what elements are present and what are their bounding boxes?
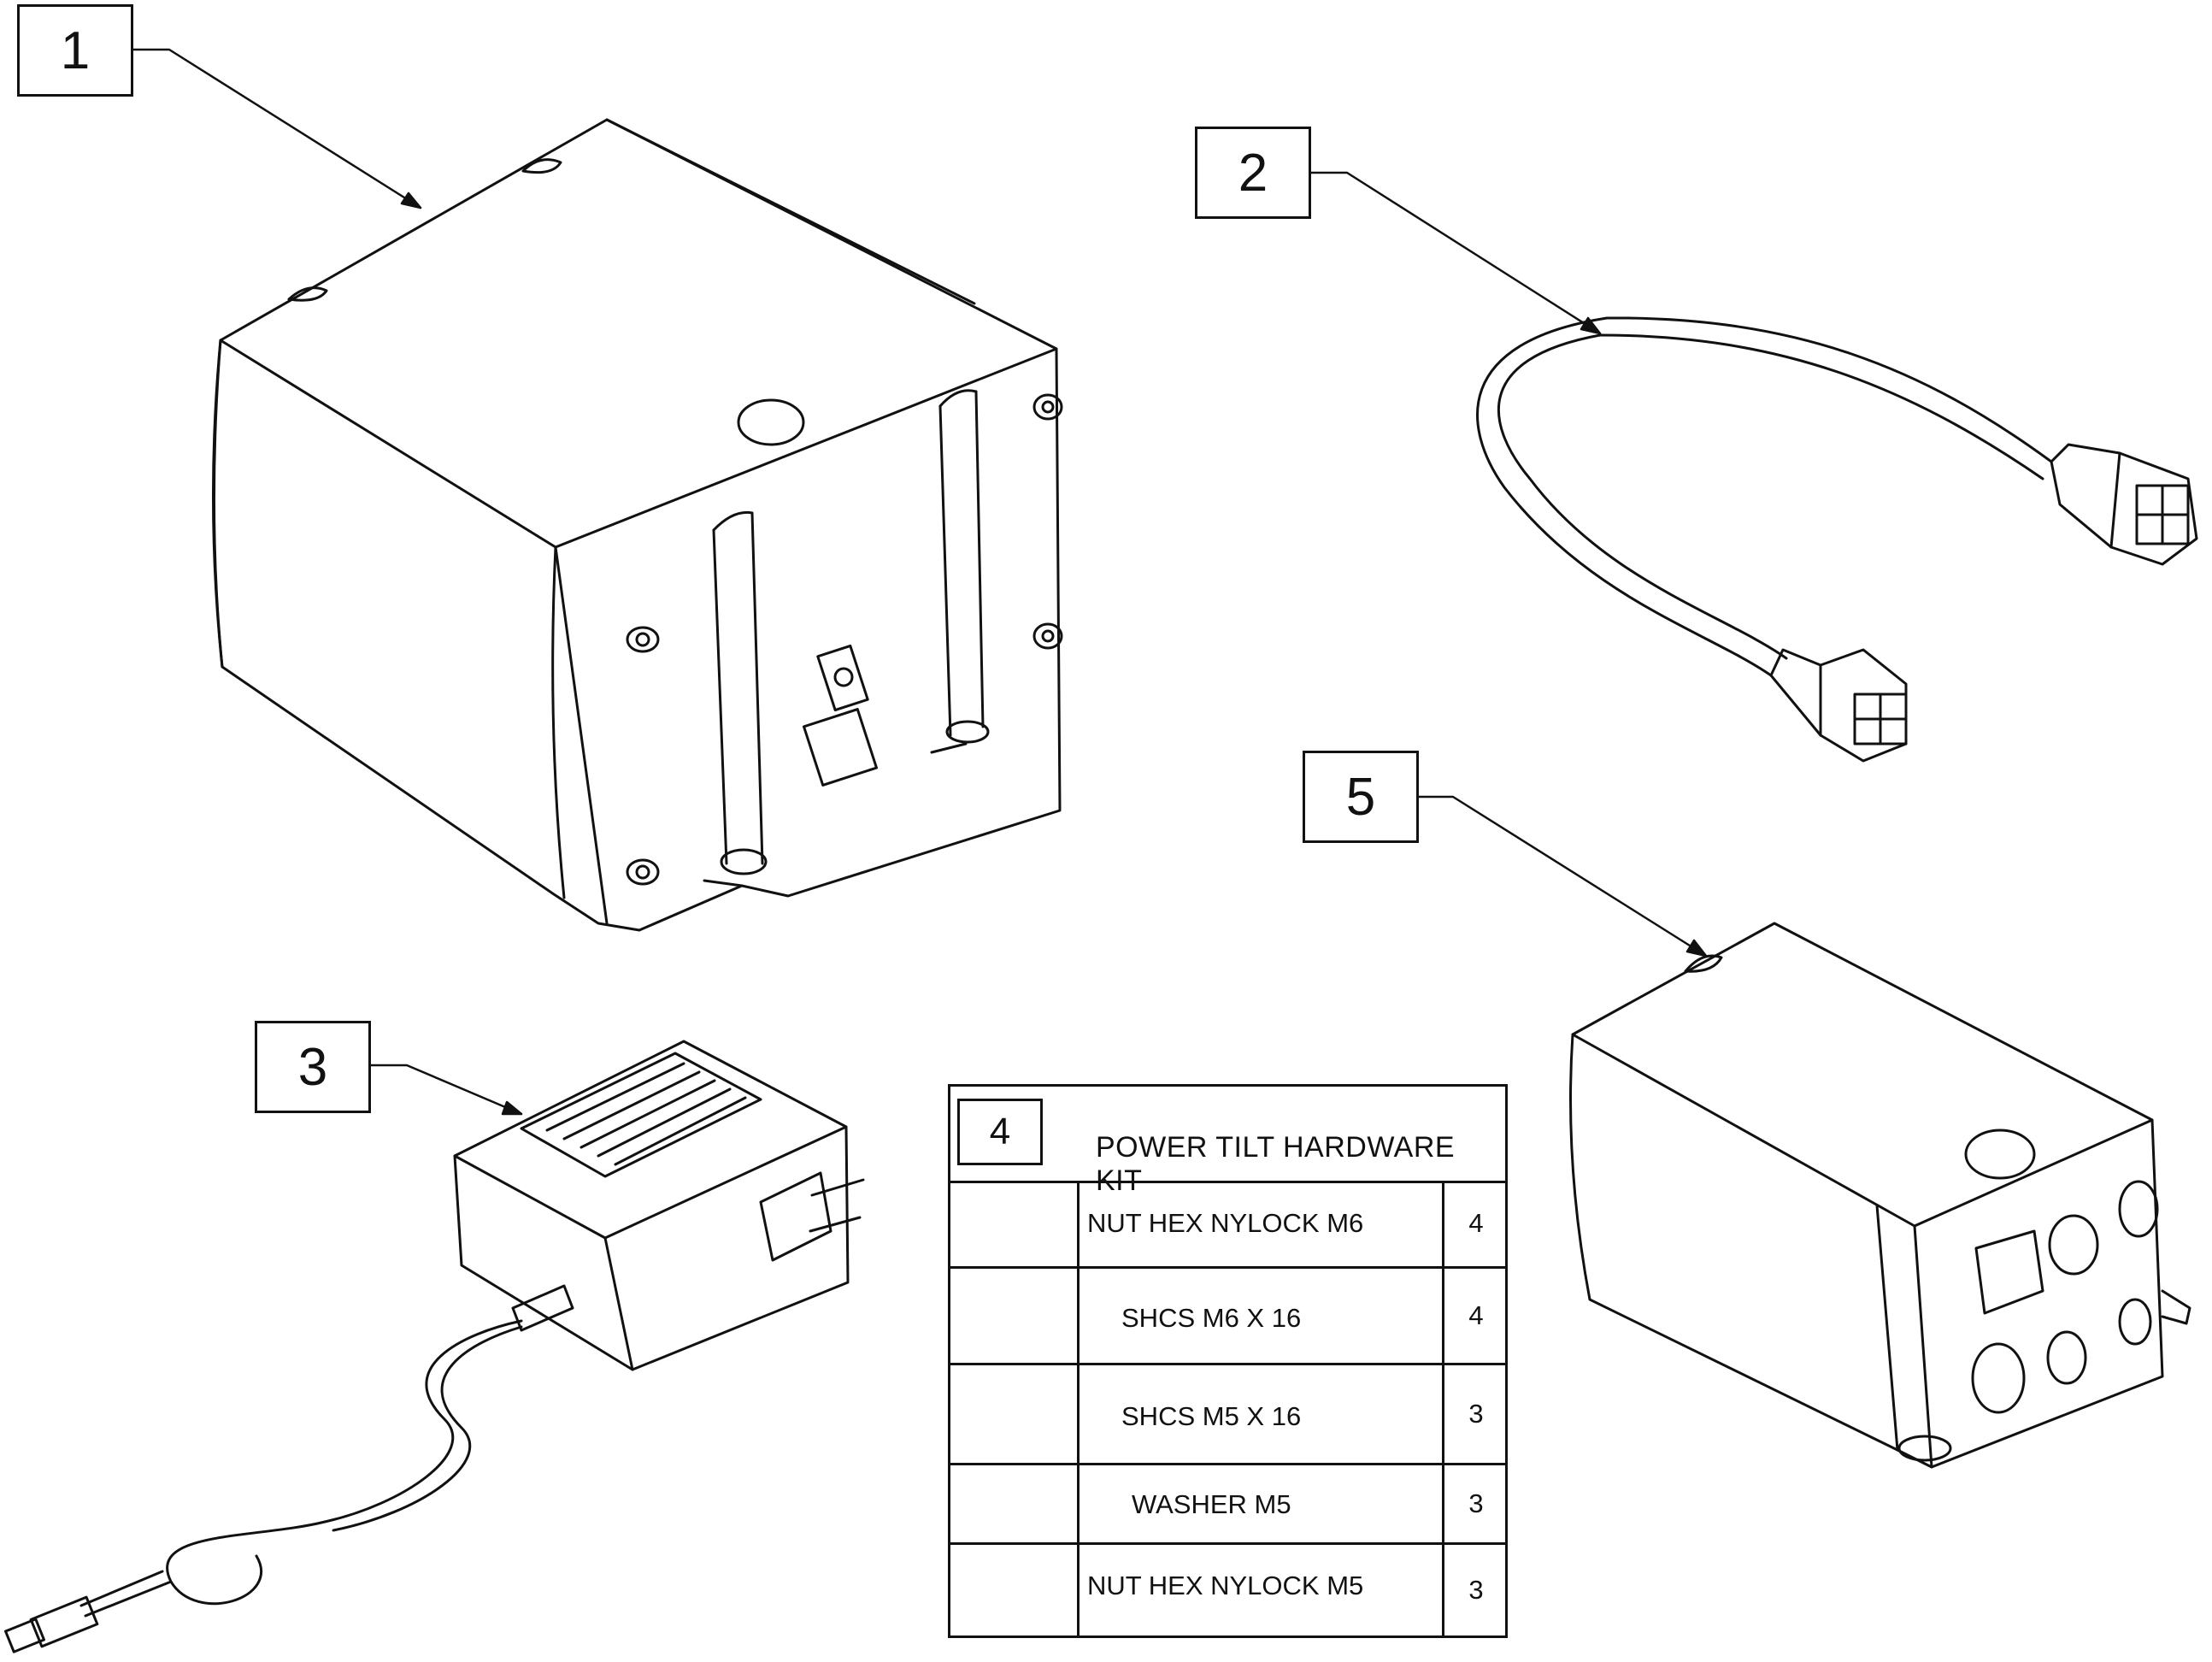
kit-row-qty: 3: [1442, 1465, 1508, 1542]
kit-row-icon-cell: [950, 1181, 1080, 1266]
callout-3: 3: [255, 1021, 371, 1113]
kit-row-icon-cell: [950, 1545, 1080, 1635]
callout-2: 2: [1195, 127, 1311, 219]
control-box-illustration: [211, 118, 1063, 932]
kit-title: POWER TILT HARDWARE KIT: [1096, 1131, 1456, 1197]
kit-row-description-cell: SHCS M6 X 16: [1077, 1269, 1530, 1363]
kit-row: SHCS M5 X 16 3: [950, 1365, 1505, 1465]
hardware-kit-table: 4 POWER TILT HARDWARE KIT NUT HEX NYLOCK…: [948, 1084, 1508, 1638]
kit-row-description: NUT HEX NYLOCK M5: [1087, 1571, 1364, 1600]
kit-row-icon-cell: [950, 1465, 1080, 1542]
leader-line-2: [1309, 171, 1602, 335]
kit-callout-4: 4: [957, 1099, 1043, 1165]
kit-row: WASHER M5 3: [950, 1465, 1505, 1545]
callout-1: 1: [17, 4, 133, 97]
kit-row-icon-cell: [950, 1365, 1080, 1463]
kit-row-description-cell: NUT HEX NYLOCK M5: [1077, 1545, 1530, 1635]
leader-line-5: [1417, 795, 1708, 958]
kit-row-description: NUT HEX NYLOCK M6: [1087, 1208, 1364, 1238]
kit-row-description: SHCS M6 X 16: [1121, 1303, 1302, 1333]
leader-lines: [132, 48, 1708, 1116]
kit-row-qty: 4: [1442, 1181, 1508, 1266]
arrowhead-5: [1685, 939, 1708, 958]
kit-row: SHCS M6 X 16 4: [950, 1269, 1505, 1365]
kit-row-description: WASHER M5: [1132, 1489, 1291, 1519]
kit-row-description: SHCS M5 X 16: [1121, 1401, 1302, 1431]
leader-line-3: [369, 1064, 523, 1116]
kit-row: NUT HEX NYLOCK M5 3: [950, 1545, 1505, 1635]
kit-row-description-cell: SHCS M5 X 16: [1077, 1365, 1530, 1463]
kit-row-qty: 3: [1442, 1365, 1508, 1463]
kit-row-qty: 4: [1442, 1269, 1508, 1363]
kit-row-icon-cell: [950, 1269, 1080, 1363]
wall-adapter-illustration: [4, 1040, 865, 1653]
cable-illustration: [1476, 316, 2198, 763]
kit-row-description-cell: WASHER M5: [1077, 1465, 1530, 1542]
leader-line-1: [132, 48, 422, 209]
kit-row-description-cell: NUT HEX NYLOCK M6: [1077, 1181, 1530, 1266]
kit-row-qty: 3: [1442, 1545, 1508, 1635]
arrowhead-3: [501, 1100, 523, 1116]
arrowhead-1: [400, 192, 422, 209]
kit-header: 4 POWER TILT HARDWARE KIT: [950, 1087, 1505, 1197]
enclosure-illustration: [1569, 922, 2191, 1469]
kit-row: NUT HEX NYLOCK M6 4: [950, 1181, 1505, 1269]
callout-5: 5: [1303, 751, 1419, 843]
